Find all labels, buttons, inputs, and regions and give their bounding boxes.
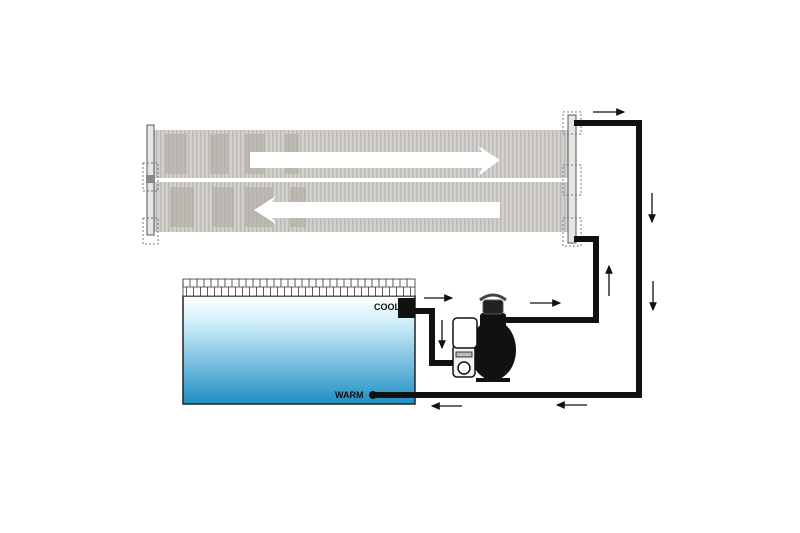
pipe-panels-to-pool	[373, 120, 642, 398]
cool-label: COOL	[374, 302, 401, 312]
pipe-pool-to-pump	[415, 308, 455, 366]
flow-arrows	[424, 108, 657, 410]
cool-outlet	[398, 298, 415, 318]
pipes	[373, 120, 642, 398]
warm-label: WARM	[335, 390, 364, 400]
sand-filter-pump	[452, 293, 516, 382]
pool-tile-lines	[182, 279, 411, 296]
panel-flow-arrows	[250, 146, 500, 224]
filter-tank	[470, 320, 516, 380]
pool: COOL WARM	[182, 278, 416, 405]
solar-panel-group	[142, 111, 582, 247]
left-header-tube	[142, 124, 159, 245]
pipe-pump-to-panels	[505, 236, 599, 323]
panel-arrow-right	[250, 146, 500, 176]
multiport-valve	[482, 299, 504, 315]
panel-arrow-left	[254, 196, 500, 224]
pool-water	[182, 295, 416, 405]
